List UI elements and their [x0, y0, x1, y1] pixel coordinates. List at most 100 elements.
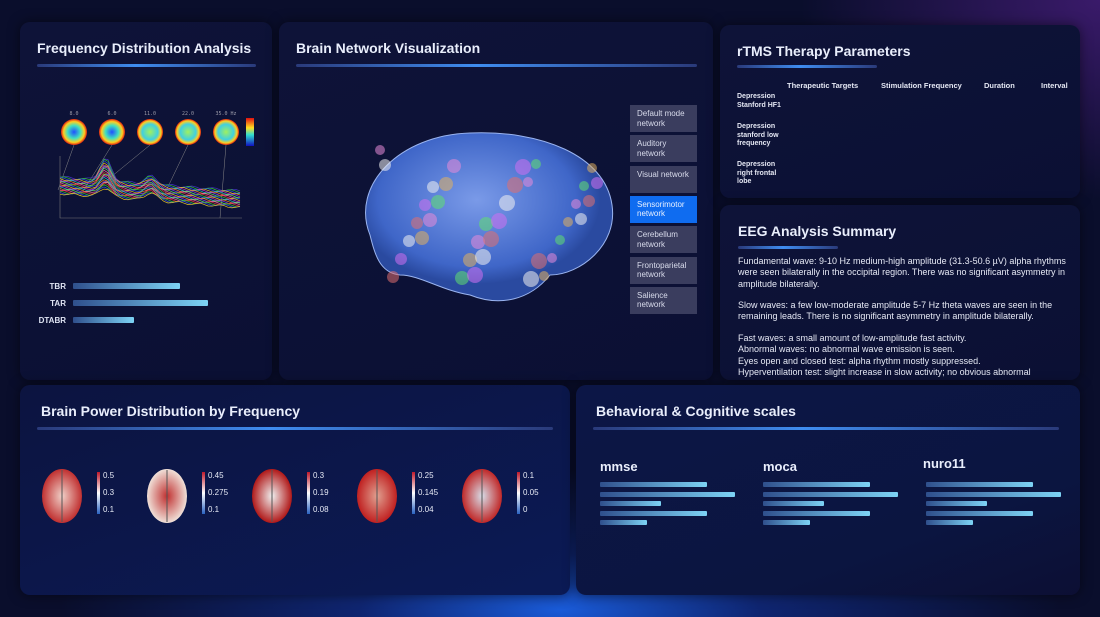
- network-node: [415, 231, 429, 245]
- network-item[interactable]: Frontoparietal network: [630, 256, 697, 284]
- scale-name: nuro11: [923, 456, 966, 471]
- network-node: [483, 231, 499, 247]
- colorbar: [307, 472, 310, 514]
- panel-title: EEG Analysis Summary: [738, 223, 897, 239]
- network-item[interactable]: Default mode network: [630, 105, 697, 132]
- topomap-label: 6.0: [107, 111, 116, 117]
- scale-bar: [926, 501, 987, 507]
- topomap: [61, 119, 87, 145]
- network-node: [539, 271, 549, 281]
- psd-line: [59, 166, 241, 198]
- ratio-bar: [73, 317, 134, 323]
- network-item[interactable]: Salience network: [630, 286, 697, 314]
- title-underline: [593, 427, 1059, 430]
- network-item[interactable]: Cerebellum network: [630, 226, 697, 254]
- topomap: [213, 119, 239, 145]
- network-nodes: [375, 145, 603, 287]
- scale-bar: [600, 501, 661, 507]
- psd-line: [59, 160, 241, 194]
- scale-bar: [600, 520, 648, 526]
- network-node: [471, 235, 485, 249]
- network-node: [403, 235, 415, 247]
- network-node: [479, 217, 493, 231]
- network-node: [463, 253, 477, 267]
- topomap-labels: 8.0 6.0 11.0 22.0 35.0 Hz: [69, 111, 236, 117]
- topomap-label: 35.0 Hz: [215, 111, 236, 117]
- brain-topview: [462, 469, 502, 523]
- scale-bar: [763, 510, 870, 516]
- brain-topview: [42, 469, 82, 523]
- colorbar-tick: 0.275: [208, 488, 229, 497]
- panel-title: Brain Power Distribution by Frequency: [41, 403, 301, 419]
- scale-bar: [763, 491, 898, 497]
- colorbar: [202, 472, 205, 514]
- network-item[interactable]: Sensorimotor network: [630, 195, 697, 223]
- scale-bar: [926, 520, 974, 526]
- eeg-paragraph: Slow waves: a few low-moderate amplitude…: [738, 300, 1053, 322]
- psd-lines: [59, 158, 241, 209]
- brain-3d-render[interactable]: [350, 125, 620, 310]
- network-node: [515, 159, 531, 175]
- colorbar-tick: 0.145: [418, 488, 439, 497]
- colorbar-tick: 0.1: [208, 505, 220, 514]
- network-node: [427, 181, 439, 193]
- network-node: [439, 177, 453, 191]
- colorbar-tick: 0.1: [523, 471, 535, 480]
- network-item[interactable]: Auditory network: [630, 135, 697, 163]
- scale-bar: [926, 510, 1033, 516]
- psd-line: [60, 182, 241, 207]
- topomaps: [61, 118, 254, 146]
- psd-line: [59, 175, 241, 203]
- psd-line: [59, 182, 241, 206]
- row-label: Depression Stanford HF1: [737, 93, 781, 109]
- network-node: [475, 249, 491, 265]
- scale-name: moca: [763, 459, 797, 474]
- row-label: Depression right frontal lobe: [737, 161, 777, 185]
- ratio-bar: [73, 283, 180, 289]
- network-node: [507, 177, 523, 193]
- psd-line: [59, 167, 241, 199]
- psd-axes: [59, 156, 242, 219]
- psd-line: [59, 188, 241, 209]
- colorbar-tick: 0.08: [313, 505, 329, 514]
- network-item[interactable]: Visual network: [630, 165, 697, 193]
- behavioral-panel: [576, 385, 1080, 595]
- network-node: [563, 217, 573, 227]
- network-node: [555, 235, 565, 245]
- frequency-distribution-panel: [20, 22, 272, 380]
- brain-topview: [147, 469, 187, 523]
- topomap: [99, 119, 125, 145]
- panel-title: Frequency Distribution Analysis: [37, 40, 252, 56]
- eeg-paragraph: Fundamental wave: 9-10 Hz medium-high am…: [738, 256, 1066, 289]
- network-node: [571, 199, 581, 209]
- network-node: [447, 159, 461, 173]
- colorbar-tick: 0.45: [208, 471, 224, 480]
- network-node: [523, 271, 539, 287]
- title-underline: [737, 65, 877, 68]
- brain-topview: [357, 469, 397, 523]
- colorbar-tick: 0.25: [418, 471, 434, 480]
- network-node: [491, 213, 507, 229]
- column-header: Interval: [1041, 81, 1068, 90]
- title-underline: [738, 246, 838, 249]
- column-header: Duration: [984, 81, 1015, 90]
- colorbar-tick: 0.3: [103, 488, 115, 497]
- network-node: [591, 177, 603, 189]
- psd-topomap-figure: 8.0 6.0 11.0 22.0 35.0 Hz: [57, 111, 254, 219]
- network-node: [579, 181, 589, 191]
- scale-bar: [763, 482, 870, 487]
- panel-title: Behavioral & Cognitive scales: [596, 403, 796, 419]
- topomap-label: 11.0: [144, 111, 156, 117]
- network-node: [467, 267, 483, 283]
- scale-bar: [600, 491, 735, 497]
- network-node: [423, 213, 437, 227]
- colorbar: [412, 472, 415, 514]
- topomap: [137, 119, 163, 145]
- network-node: [583, 195, 595, 207]
- row-label: Depression stanford low frequency: [737, 123, 779, 147]
- network-node: [387, 271, 399, 283]
- colorbar-tick: 0.04: [418, 505, 434, 514]
- network-node: [587, 163, 597, 173]
- network-node: [419, 199, 431, 211]
- eeg-paragraph: Fast waves: a small amount of low-amplit…: [738, 333, 1031, 377]
